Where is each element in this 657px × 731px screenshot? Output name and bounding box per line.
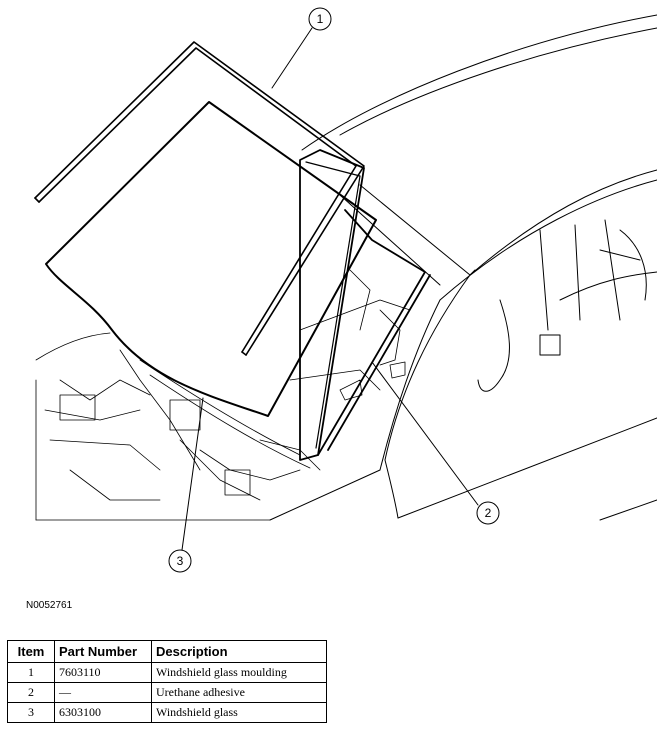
callout-circle-2 [476, 501, 500, 525]
windshield-glass-moulding [34, 41, 365, 356]
windshield-glass [45, 101, 377, 417]
row-item: 2 [7, 682, 55, 703]
callout-label-3: 3 [177, 554, 184, 568]
callout-circle-3 [168, 549, 192, 573]
windshield-opening [299, 149, 431, 461]
header-part-number: Part Number [54, 640, 152, 663]
table-row: 3 6303100 Windshield glass [7, 702, 327, 723]
callout-label-2: 2 [485, 506, 492, 520]
header-description: Description [151, 640, 327, 663]
row-part-number: 6303100 [54, 702, 152, 723]
row-item: 1 [7, 662, 55, 683]
row-description: Windshield glass [151, 702, 327, 723]
row-description: Urethane adhesive [151, 682, 327, 703]
table-row: 2 — Urethane adhesive [7, 682, 327, 703]
table-header-row: Item Part Number Description [7, 640, 327, 663]
row-part-number: — [54, 682, 152, 703]
callout-leaders [181, 27, 479, 551]
row-part-number: 7603110 [54, 662, 152, 683]
parts-table: Item Part Number Description 1 7603110 W… [7, 640, 327, 723]
callout-label-1: 1 [317, 12, 324, 26]
row-item: 3 [7, 702, 55, 723]
header-item: Item [7, 640, 55, 663]
engine-bay-lines [35, 332, 321, 521]
opening-interior-detail [289, 269, 411, 401]
callout-circle-1 [308, 7, 332, 31]
windshield-installation-illustration: 1 2 3 [34, 7, 657, 573]
figure-id: N0052761 [26, 600, 73, 611]
urethane-adhesive-bead [305, 161, 361, 449]
table-row: 1 7603110 Windshield glass moulding [7, 662, 327, 683]
vehicle-body-lines [269, 14, 657, 521]
row-description: Windshield glass moulding [151, 662, 327, 683]
